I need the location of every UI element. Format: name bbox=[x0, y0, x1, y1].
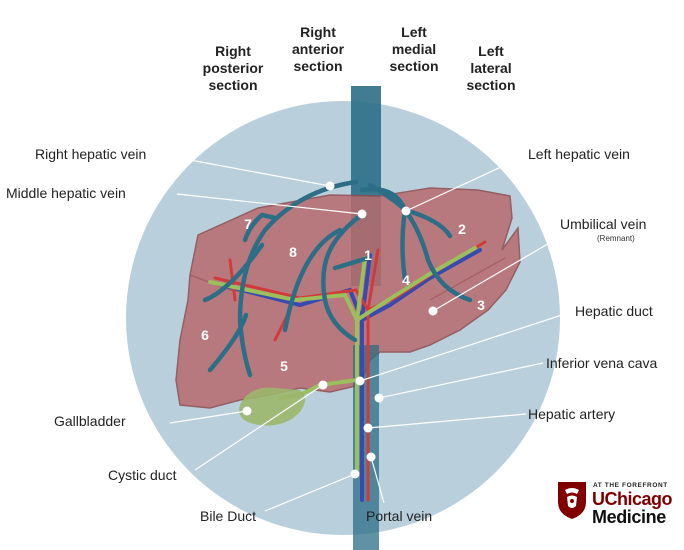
leader-dots bbox=[242, 181, 438, 479]
label-middle-hepatic-vein: Middle hepatic vein bbox=[6, 185, 126, 201]
segment-3: 3 bbox=[477, 297, 485, 313]
segment-2: 2 bbox=[458, 221, 466, 237]
segment-6: 6 bbox=[201, 327, 209, 343]
label-hepatic-artery: Hepatic artery bbox=[528, 406, 616, 422]
logo-tagline: AT THE FOREFRONT bbox=[593, 482, 668, 489]
section-left-lateral: Left lateral section bbox=[466, 43, 516, 93]
gallbladder-shape bbox=[239, 387, 305, 426]
label-gallbladder: Gallbladder bbox=[54, 413, 126, 429]
label-portal-vein: Portal vein bbox=[366, 508, 433, 524]
logo-uchicago: UChicago bbox=[592, 489, 673, 509]
leader-lines bbox=[169, 154, 572, 512]
segment-4: 4 bbox=[402, 272, 410, 288]
label-left-hepatic-vein: Left hepatic vein bbox=[528, 146, 630, 162]
label-cystic-duct: Cystic duct bbox=[108, 467, 177, 483]
segment-1: 1 bbox=[364, 247, 372, 263]
label-bile-duct: Bile Duct bbox=[200, 508, 257, 524]
label-umbilical-remnant: (Remnant) bbox=[597, 234, 635, 243]
label-right-hepatic-vein: Right hepatic vein bbox=[35, 146, 147, 162]
label-hepatic-duct: Hepatic duct bbox=[575, 303, 653, 319]
segment-7: 7 bbox=[244, 216, 252, 232]
section-right-anterior: Right anterior section bbox=[291, 24, 345, 74]
section-left-medial: Left medial section bbox=[389, 24, 439, 74]
label-umbilical-vein: Umbilical vein bbox=[560, 216, 647, 232]
shield-icon bbox=[558, 482, 586, 519]
logo-medicine: Medicine bbox=[592, 507, 666, 527]
section-right-posterior: Right posterior section bbox=[202, 43, 264, 93]
label-inferior-vena-cava: Inferior vena cava bbox=[546, 355, 658, 371]
bile-ducts bbox=[208, 246, 477, 472]
uchicago-medicine-logo: AT THE FOREFRONT UChicago Medicine bbox=[556, 478, 680, 528]
segment-5: 5 bbox=[280, 358, 288, 374]
segment-8: 8 bbox=[289, 244, 297, 260]
